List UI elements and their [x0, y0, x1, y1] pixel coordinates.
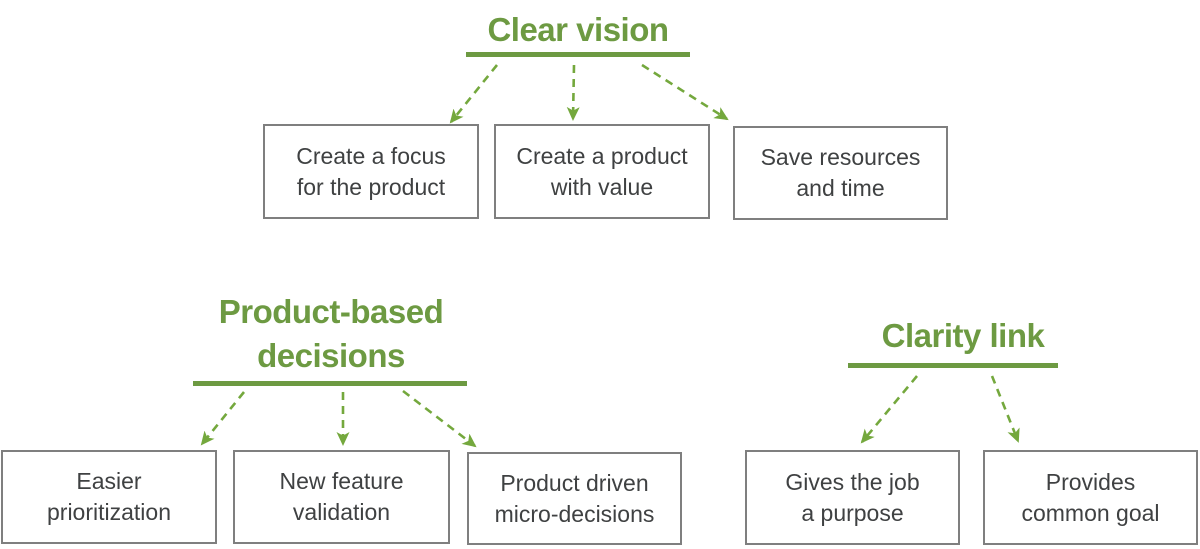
group-title-product-based-decisions: Product-based decisions — [160, 290, 502, 378]
box-text-line: Save resources — [760, 144, 921, 170]
title-underline-product-based-decisions — [193, 381, 467, 386]
box-text-line: with value — [550, 173, 654, 200]
box-text-line: Create a product — [516, 142, 688, 169]
box-provides-common-goal: Provides common goal — [983, 450, 1198, 545]
dashed-arrow-clear-vision-3 — [641, 63, 729, 121]
box-text-line: common goal — [1021, 499, 1160, 526]
group-title-clarity-link: Clarity link — [785, 314, 1141, 358]
dashed-arrow-clarity-link-2 — [990, 375, 1020, 443]
box-text-line: Gives the job — [785, 468, 920, 495]
title-underline-clear-vision — [466, 52, 690, 57]
box-product-driven-micro-decisions: Product driven micro-decisions — [467, 452, 682, 545]
group-title-clear-vision: Clear vision — [400, 8, 756, 52]
title-line: decisions — [257, 337, 405, 374]
box-new-feature-validation: New feature validation — [233, 450, 450, 544]
title-line: Clear vision — [487, 11, 669, 48]
dashed-arrow-clear-vision-2 — [566, 64, 580, 121]
box-gives-the-job-a-purpose: Gives the job a purpose — [745, 450, 960, 545]
title-underline-clarity-link — [848, 363, 1058, 368]
dashed-arrow-product-decisions-3 — [402, 389, 477, 448]
box-text-line: validation — [292, 499, 391, 525]
box-text-line: Provides — [1045, 468, 1136, 495]
box-text-line: New feature — [279, 468, 404, 494]
title-line: Clarity link — [881, 317, 1045, 354]
box-text-line: Create a focus — [296, 142, 446, 169]
box-text-line: Product driven — [500, 469, 649, 496]
dashed-arrow-clear-vision-1 — [449, 64, 499, 124]
dashed-arrow-product-decisions-1 — [200, 391, 246, 446]
box-easier-prioritization: Easier prioritization — [1, 450, 217, 544]
box-create-a-focus: Create a focus for the product — [263, 124, 479, 219]
box-text-line: and time — [796, 175, 885, 201]
box-text-line: micro-decisions — [494, 500, 655, 527]
box-text-line: a purpose — [801, 499, 904, 526]
box-text-line: prioritization — [47, 499, 171, 525]
box-create-product-with-value: Create a product with value — [494, 124, 710, 219]
dashed-arrow-clarity-link-1 — [860, 375, 918, 444]
box-text-line: for the product — [296, 173, 446, 200]
box-save-resources-and-time: Save resources and time — [733, 126, 948, 220]
title-line: Product-based — [218, 293, 444, 330]
box-text-line: Easier — [76, 468, 142, 494]
